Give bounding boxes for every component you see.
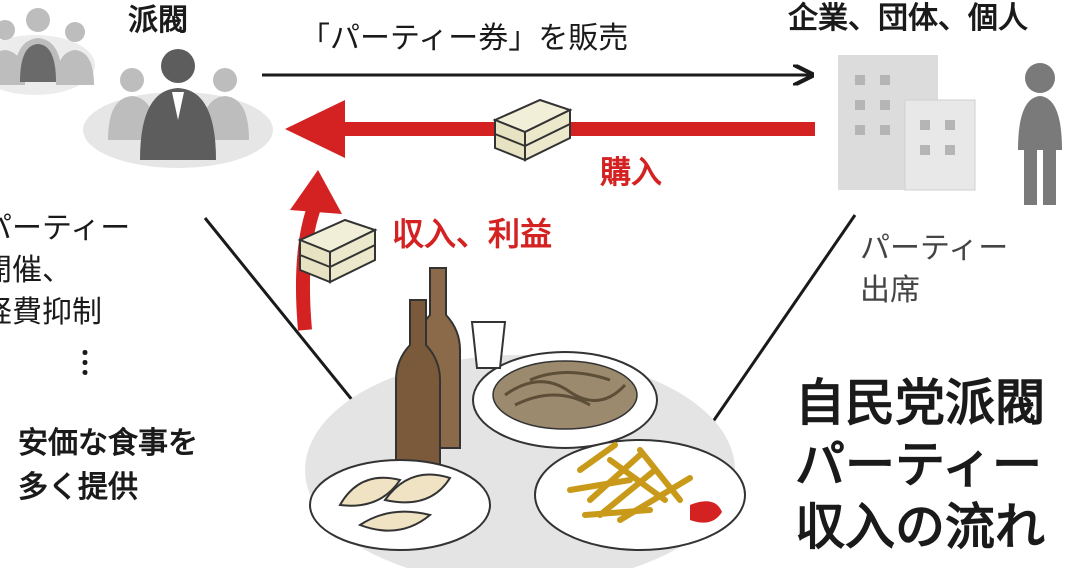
person-icon — [1018, 63, 1062, 205]
food-arrow-right — [688, 214, 857, 458]
money-bundle-icon-top — [492, 98, 573, 162]
attend-line-2: 出席 — [860, 273, 920, 308]
food-table-illustration — [305, 267, 746, 568]
purchase-arrow — [285, 100, 815, 158]
party-hosting-label: パーティー 開催、 経費抑制 — [0, 208, 130, 334]
attend-label: パーティー 出席 — [860, 228, 1008, 312]
party-hosting-line-1: パーティー — [0, 211, 131, 246]
income-label: 収入、利益 — [392, 215, 553, 253]
buildings-icon — [838, 55, 976, 191]
money-bundle-icon-left — [297, 218, 378, 284]
title-line-3: 収入の流れ — [795, 498, 1045, 556]
faction-label: 派閥 — [128, 3, 188, 38]
title-line-2: パーティー — [795, 436, 1042, 494]
cheap-food-line-2: 多く提供 — [18, 470, 138, 505]
purchase-label: 購入 — [600, 155, 662, 191]
title-line-1: 自民党派閥 — [795, 374, 1045, 432]
attend-line-1: パーティー — [860, 231, 1009, 266]
party-hosting-line-2: 開催、 — [0, 253, 72, 288]
entities-label: 企業、団体、個人 — [788, 1, 1028, 36]
food-arrow-left — [203, 217, 378, 432]
diagram-title: 自民党派閥 パーティー 収入の流れ — [795, 372, 1045, 558]
cheap-food-label: 安価な食事を 多く提供 — [18, 422, 198, 510]
ellipsis-mark: ︙ — [70, 347, 100, 382]
party-hosting-line-3: 経費抑制 — [0, 295, 102, 330]
cheap-food-line-1: 安価な食事を — [18, 426, 198, 461]
sell-label: 「パーティー券」を販売 — [300, 21, 629, 56]
faction-people-icon — [0, 8, 273, 168]
